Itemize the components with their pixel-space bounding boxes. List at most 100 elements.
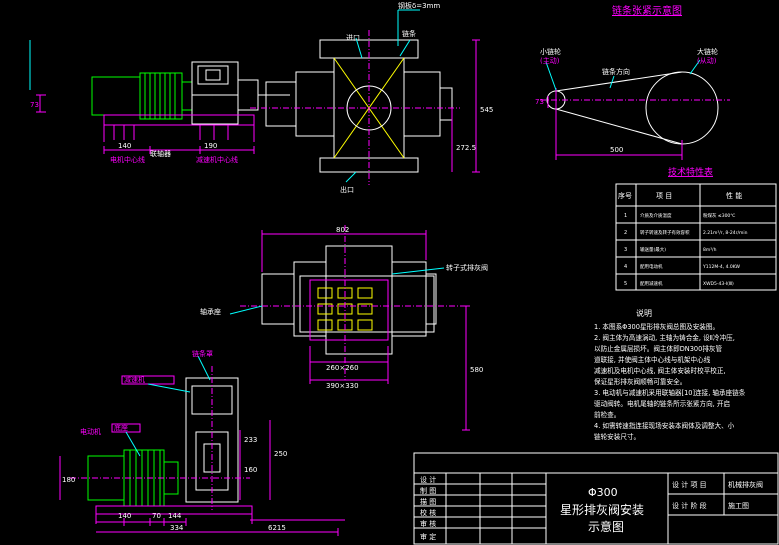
title-block: 设 计 制 图 描 图 校 核 审 核 审 定 Φ300 星形排灰阀安装 示意图… xyxy=(413,452,779,545)
label-chain-direction: 链条方向 xyxy=(602,67,630,76)
label-base-side: 底座 xyxy=(114,423,128,432)
note-line-6: 保证星形排灰阀顺畅可靠安全。 xyxy=(594,377,686,386)
dim-70-side: 70 xyxy=(152,512,161,520)
top-base xyxy=(103,114,255,142)
note-line-7: 3. 电动机与减速机采用联轴器[10]连接, 轴承座链条 xyxy=(594,388,746,397)
tb-label-approve: 审 定 xyxy=(420,532,436,541)
tech-row-3-item: 输送量(最大) xyxy=(640,246,666,253)
dim-190-top: 190 xyxy=(204,142,217,150)
tb-right-value-1: 机械排灰阀 xyxy=(728,480,763,489)
label-small-sprocket-sub: (主动) xyxy=(540,56,560,65)
note-line-3: 以防止金属层损坏。阀主体即DN300排灰管 xyxy=(594,344,723,353)
top-view-labels: 73 140 190 545 272.5 进口 出口 链条 钢板δ=3mm 电机… xyxy=(30,1,493,194)
top-dimensions xyxy=(36,39,480,173)
tech-row-5-item: 配用减速机 xyxy=(640,280,663,287)
label-inlet: 进口 xyxy=(346,34,360,42)
tech-row-2-no: 2 xyxy=(624,230,627,236)
label-motor-side: 电动机 xyxy=(80,427,101,436)
tech-table-title: 技术特性表 xyxy=(668,166,713,178)
dim-390: 390×330 xyxy=(326,382,359,390)
label-gear-center: 减速机中心线 xyxy=(196,155,238,164)
label-gearbox-side: 减速机 xyxy=(124,375,145,384)
chain-diagram-labels: 链条张紧示意图 小链轮 (主动) 大链轮 (从动) 链条方向 500 73 xyxy=(535,4,718,154)
tb-main-title-2: 星形排灰阀安装 xyxy=(560,502,644,517)
tech-row-5-no: 5 xyxy=(624,281,627,287)
dim-180: 180 xyxy=(62,476,75,484)
side-view-labels: 6215 334 140 70 144 233 250 160 180 电动机 … xyxy=(62,349,287,532)
dim-144-side: 144 xyxy=(168,512,182,520)
label-small-sprocket: 小链轮 xyxy=(540,47,561,56)
label-chain-top: 链条 xyxy=(402,29,416,38)
dim-233: 233 xyxy=(244,436,257,444)
side-view xyxy=(59,355,345,536)
tech-row-1-item: 介质及介质温度 xyxy=(640,212,672,219)
dim-802: 802 xyxy=(336,226,349,234)
label-rotor: 转子式排灰阀 xyxy=(446,263,488,272)
tech-row-2-perf: 2.21m³/r, 8-24r/min xyxy=(703,230,748,236)
notes: 说明 1. 本图系Φ300星形排灰阀总图及安装图。 2. 阀主体为高速涡动, 主… xyxy=(594,308,746,441)
label-bearing: 轴承座 xyxy=(200,307,221,316)
label-large-sprocket: 大链轮 xyxy=(697,47,718,56)
dim-chain-73: 73 xyxy=(535,98,544,106)
tech-row-1-perf: 粉煤灰 ≤300℃ xyxy=(703,212,735,219)
tb-right-value-2: 施工图 xyxy=(728,501,749,510)
tech-header-perf: 性 能 xyxy=(726,191,742,200)
dim-6215: 6215 xyxy=(268,524,286,532)
label-large-sprocket-sub: (从动) xyxy=(697,56,717,65)
tech-row-3-no: 3 xyxy=(624,247,627,253)
note-line-5: 减速机及电机中心线, 阀主体安装时校平校正, xyxy=(594,366,726,375)
note-line-9: 前检查。 xyxy=(594,410,620,419)
tech-row-2-item: 转子转速及转子有效容积 xyxy=(640,229,690,236)
side-gearbox xyxy=(70,366,250,510)
dim-160: 160 xyxy=(244,466,257,474)
top-view xyxy=(29,9,480,185)
tb-label-check: 校 核 xyxy=(420,508,436,517)
label-shaft: 联轴器 xyxy=(150,149,171,158)
label-chain-side: 链条罩 xyxy=(192,349,213,358)
label-outlet: 出口 xyxy=(340,185,354,194)
top-valve xyxy=(250,30,460,185)
tb-main-title-1: Φ300 xyxy=(588,486,618,499)
note-line-11: 链轮安装尺寸。 xyxy=(594,432,640,441)
tech-table: 技术特性表 序号 项 目 性 能 1 介质及介质温度 粉煤灰 ≤300℃ 2 转… xyxy=(615,166,777,291)
front-view-labels: 802 260×260 390×330 580 转子式排灰阀 轴承座 xyxy=(200,226,488,390)
tech-header-item: 项 目 xyxy=(656,192,672,200)
tech-row-4-no: 4 xyxy=(624,264,627,270)
notes-title: 说明 xyxy=(636,308,652,318)
tech-row-5-perf: XWD5-43-Ⅰ(Ⅲ) xyxy=(703,281,734,287)
dim-580: 580 xyxy=(470,366,483,374)
top-gearbox xyxy=(191,61,290,125)
dim-left-73: 73 xyxy=(30,101,39,109)
note-line-8: 驱动阀转。电机尾轴的链条所示张紧方向, 开启 xyxy=(594,399,730,408)
tech-header-no: 序号 xyxy=(618,191,632,200)
label-plate: 钢板δ=3mm xyxy=(398,1,440,10)
tb-label-trace: 描 图 xyxy=(420,497,436,506)
chain-title: 链条张紧示意图 xyxy=(612,4,682,17)
note-line-2: 2. 阀主体为高速涡动, 主轴为铸合金, 设Ⅱ冷冲压, xyxy=(594,333,735,342)
tb-right-label-2: 设 计 阶 段 xyxy=(672,501,707,510)
tech-row-4-perf: Y112M-4, 4.0KW xyxy=(702,264,741,270)
tech-row-1-no: 1 xyxy=(624,213,627,219)
dim-500: 500 xyxy=(610,146,623,154)
tb-label-review: 审 核 xyxy=(420,519,436,528)
dim-334: 334 xyxy=(170,524,184,532)
tb-label-design: 设 计 xyxy=(420,475,436,484)
dim-545: 545 xyxy=(480,106,493,114)
top-leaders xyxy=(29,9,420,183)
chain-diagram xyxy=(540,59,730,160)
note-line-1: 1. 本图系Φ300星形排灰阀总图及安装图。 xyxy=(594,322,719,331)
dim-140-top: 140 xyxy=(118,142,131,150)
tech-row-3-perf: 8m³/h xyxy=(703,247,717,253)
dim-140-side: 140 xyxy=(118,512,131,520)
note-line-4: 道联接, 并使阀主体中心线与机架中心线 xyxy=(594,355,711,364)
tb-main-title-3: 示意图 xyxy=(588,519,624,534)
dim-260: 260×260 xyxy=(326,364,359,372)
tb-right-label-1: 设 计 项 目 xyxy=(672,480,707,489)
note-line-10: 4. 如需转速指连接现场安装本阀体及调整大、小 xyxy=(594,421,735,430)
front-view xyxy=(229,225,470,431)
tech-row-4-item: 配用电动机 xyxy=(640,263,663,270)
tb-label-draw: 制 图 xyxy=(420,486,436,495)
label-motor-center: 电机中心线 xyxy=(110,155,145,164)
dim-272: 272.5 xyxy=(456,144,476,152)
